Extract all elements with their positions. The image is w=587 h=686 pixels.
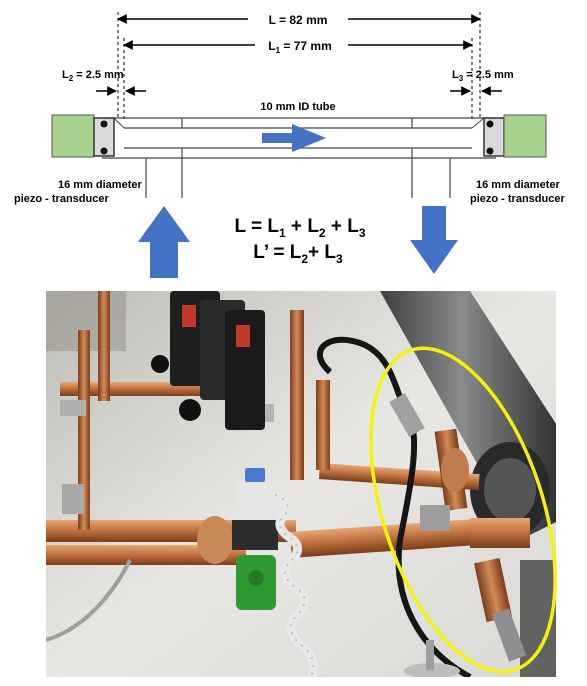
left-transducer-label-2: piezo - transducer [14,193,109,205]
right-transducer-label-2: piezo - transducer [470,193,565,205]
left-transducer-label-1: 16 mm diameter [58,179,142,191]
dimension-L: L = 82 mm [117,13,481,27]
left-transducer [51,114,125,158]
right-transducer-label-1: 16 mm diameter [476,179,560,191]
flow-meters [151,291,265,430]
inlet-arrow-icon [138,206,190,278]
tube-label: 10 mm ID tube [260,101,335,113]
copper-pipes [46,291,530,623]
schematic: L = 82 mm L1 = 77 mm L2 = 2.5 mm L3 = 2.… [14,12,565,278]
label-L2: L2 = 2.5 mm [62,69,124,83]
probe-device [232,468,318,677]
cylinder [380,291,556,540]
extension-lines [117,12,481,120]
formula-L-prime: L’ = L2+ L3 [253,242,343,266]
flow-arrow-icon [262,124,326,152]
label-L1: L1 = 77 mm [268,39,332,55]
rig-photo [46,291,557,677]
outlet-arrow-icon [410,206,458,274]
right-transducer [471,114,547,158]
formula-L: L = L1 + L2 + L3 [234,216,365,240]
label-L3: L3 = 2.5 mm [452,69,514,83]
dimension-L1: L1 = 77 mm [123,39,473,55]
highlight-ellipse [369,346,557,674]
label-L: L = 82 mm [269,13,328,27]
